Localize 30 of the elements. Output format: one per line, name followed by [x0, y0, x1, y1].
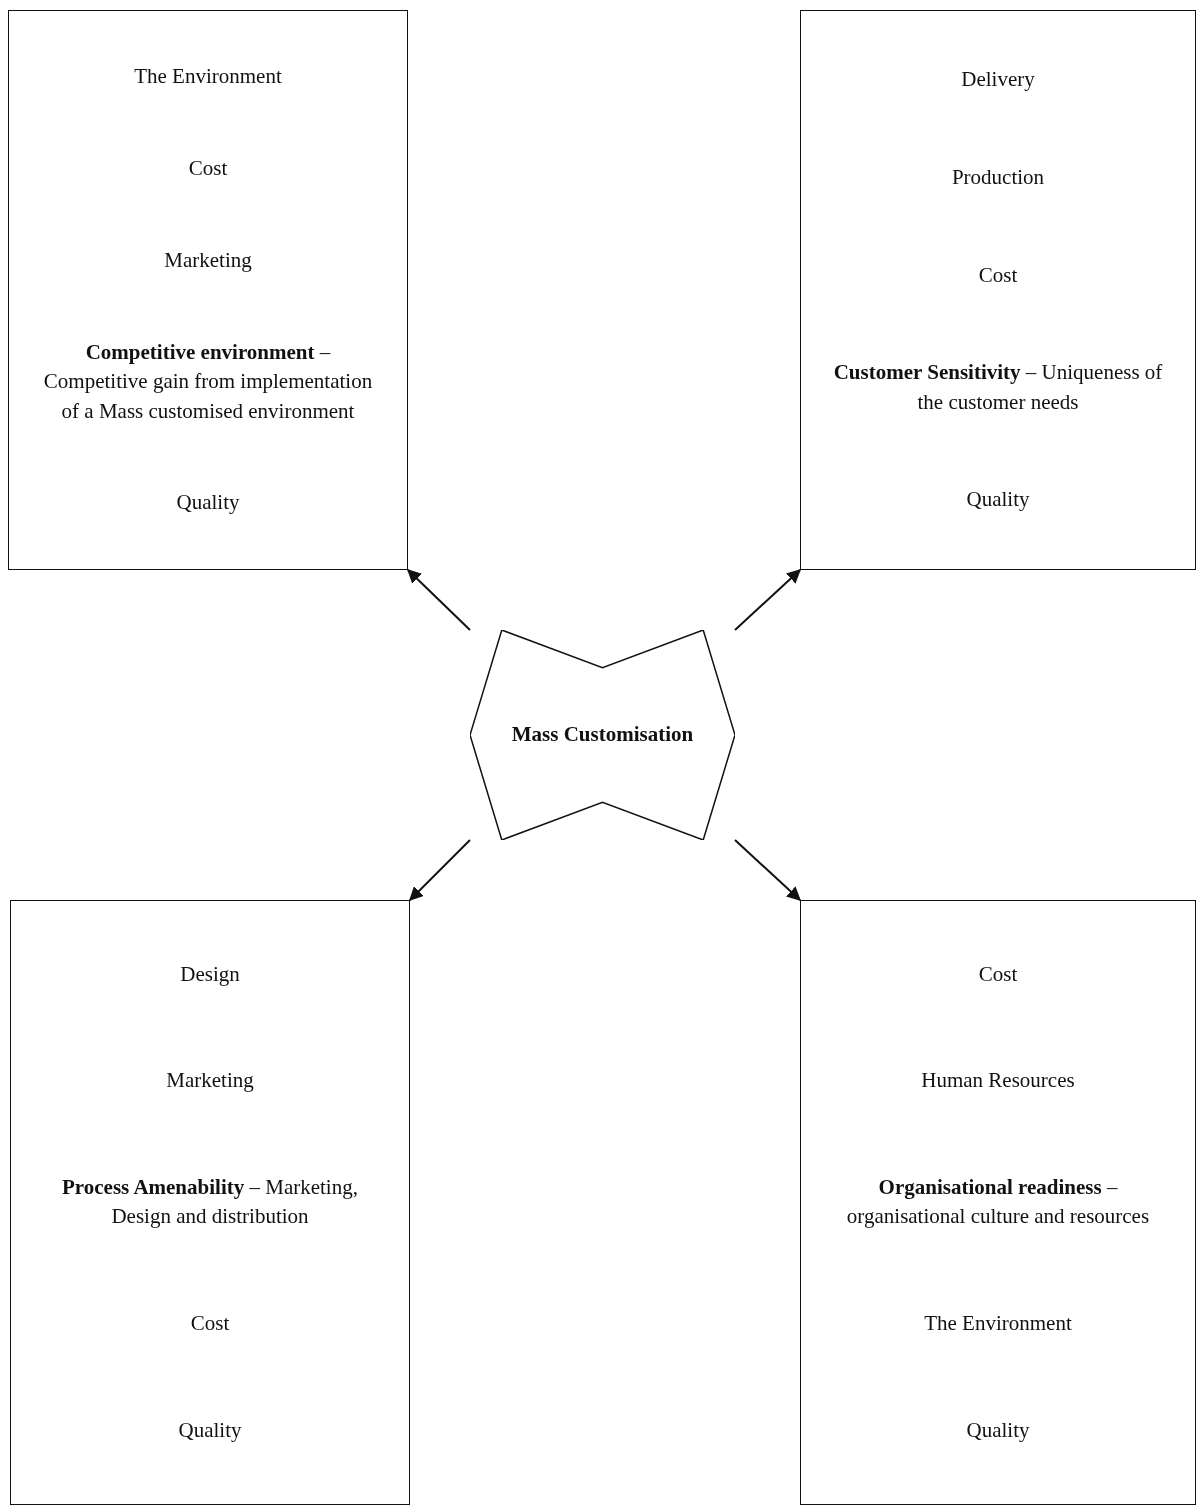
box-text: Competitive environment – Competitive gain from implementation of a Mass customised environment	[42, 338, 374, 425]
box-text: Cost	[978, 960, 1018, 988]
hub-shape	[470, 630, 735, 840]
box-text: Quality	[176, 489, 240, 517]
hub-label: Mass Customisation	[511, 721, 694, 749]
box-text: Marketing	[166, 1067, 254, 1095]
box-text: Customer Sensitivity – Uniqueness of the customer needs	[832, 359, 1164, 416]
box-text: Quality	[966, 1416, 1030, 1444]
box-text: The Environment	[134, 63, 282, 91]
box-text: Organisational readiness – organisational culture and resources	[845, 1174, 1151, 1231]
box-text: Cost	[190, 1310, 230, 1338]
arrow	[407, 569, 471, 631]
category-box	[800, 900, 1196, 1505]
category-box	[8, 10, 408, 570]
box-text: Design	[180, 960, 240, 988]
box-text: Process Amenability – Marketing, Design and distribution	[61, 1174, 359, 1231]
category-box	[10, 900, 410, 1505]
box-text: Cost	[978, 261, 1018, 289]
arrow	[734, 569, 802, 631]
arrow	[734, 839, 802, 901]
box-text: Quality	[966, 486, 1030, 514]
arrow	[409, 839, 471, 901]
box-text: Cost	[188, 155, 228, 183]
box-text: Production	[951, 163, 1045, 191]
category-box	[800, 10, 1196, 570]
box-text: Quality	[178, 1416, 242, 1444]
box-text: Marketing	[164, 246, 252, 274]
box-text: Human Resources	[921, 1067, 1075, 1095]
box-text: Delivery	[961, 66, 1035, 94]
box-text: The Environment	[924, 1310, 1072, 1338]
